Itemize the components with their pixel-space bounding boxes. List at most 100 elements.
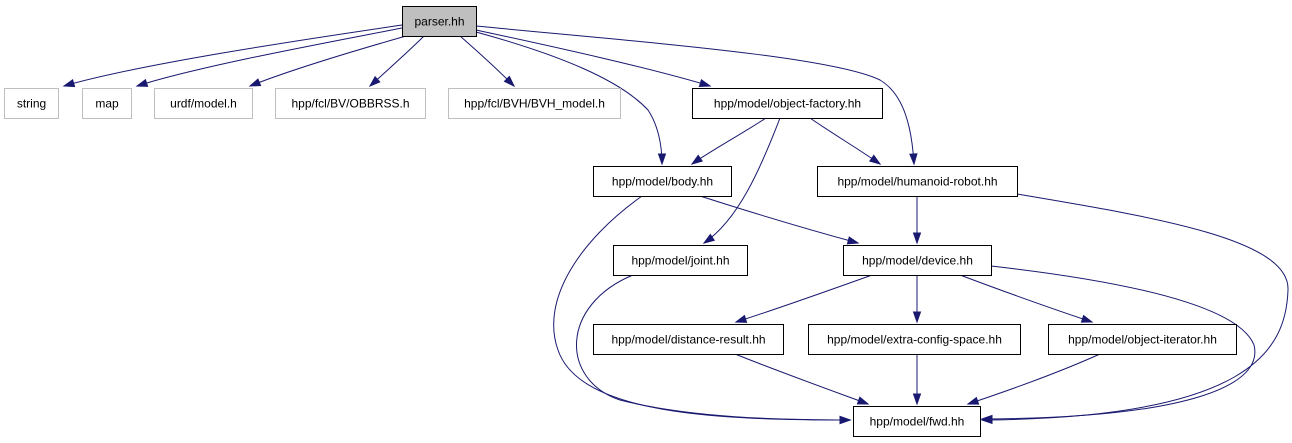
node-factory[interactable]: hpp/model/object-factory.hh	[692, 88, 883, 119]
node-box	[448, 88, 621, 119]
arrowhead	[248, 78, 262, 87]
arrowhead	[846, 236, 860, 245]
node-label: hpp/model/fwd.hh	[870, 415, 965, 429]
edge-line	[475, 29, 711, 87]
node-box	[154, 88, 253, 119]
node-distance[interactable]: hpp/model/distance-result.hh	[593, 324, 784, 355]
node-string: string	[4, 88, 59, 119]
node-parser[interactable]: parser.hh	[402, 6, 477, 37]
node-box	[402, 6, 477, 37]
edge-joint-to-fwd	[576, 274, 852, 425]
edge-line	[576, 274, 851, 421]
nodes-layer: parser.hh string map urdf/model.h hpp/fcl/BV…	[4, 6, 1237, 437]
node-box	[817, 166, 1018, 197]
node-box	[82, 88, 132, 119]
arrowhead	[966, 396, 980, 405]
edge-line	[553, 195, 851, 421]
edge-line	[981, 265, 1256, 420]
arrowhead	[856, 396, 870, 405]
arrowhead	[503, 75, 516, 88]
edge-line	[703, 117, 781, 244]
edge-device-to-fwd	[980, 265, 1256, 424]
node-box	[275, 88, 426, 119]
node-label: map	[95, 97, 119, 111]
arrowhead	[62, 79, 76, 88]
arrowhead	[912, 311, 922, 324]
arrowhead	[1080, 314, 1094, 323]
node-label: hpp/model/distance-result.hh	[611, 333, 765, 347]
arrowhead	[839, 415, 852, 425]
edge-humanoid-to-device	[912, 196, 922, 245]
edge-line	[475, 31, 663, 165]
edge-line	[369, 35, 425, 87]
arrowhead	[698, 78, 712, 88]
edge-body-to-fwd	[553, 195, 852, 425]
arrowhead	[368, 75, 381, 88]
arrowhead	[912, 232, 922, 245]
edge-factory-to-joint	[702, 117, 781, 244]
edge-line	[691, 117, 767, 165]
arrowhead	[868, 154, 882, 165]
node-label: hpp/model/device.hh	[862, 254, 973, 268]
edge-line	[699, 195, 859, 244]
edge-line	[63, 24, 403, 87]
edge-device-to-extra	[912, 275, 922, 324]
node-label: parser.hh	[414, 15, 464, 29]
node-obbrss: hpp/fcl/BV/OBBRSS.h	[275, 88, 426, 119]
node-label: hpp/model/object-factory.hh	[714, 97, 861, 111]
node-box	[853, 406, 981, 437]
arrowhead	[912, 393, 922, 406]
edge-extra-to-fwd	[912, 354, 922, 406]
node-device[interactable]: hpp/model/device.hh	[843, 245, 992, 276]
node-body[interactable]: hpp/model/body.hh	[593, 166, 732, 197]
edge-line	[959, 274, 1093, 323]
node-iterator[interactable]: hpp/model/object-iterator.hh	[1048, 324, 1237, 355]
node-joint[interactable]: hpp/model/joint.hh	[613, 245, 748, 276]
arrowhead	[690, 154, 704, 165]
edge-iterator-to-fwd	[966, 353, 1101, 405]
arrowhead	[702, 233, 716, 244]
node-label: hpp/fcl/BV/OBBRSS.h	[291, 97, 409, 111]
node-label: string	[17, 97, 46, 111]
edge-parser-to-obbrss	[368, 35, 425, 88]
arrowhead	[657, 153, 667, 166]
node-label: hpp/fcl/BVH/BVH_model.h	[464, 97, 605, 111]
edge-line	[136, 27, 403, 87]
arrowhead	[135, 78, 149, 87]
edge-parser-to-factory	[475, 29, 712, 88]
node-map: map	[82, 88, 132, 119]
node-box	[1048, 324, 1237, 355]
node-label: hpp/model/body.hh	[612, 175, 713, 189]
node-box	[808, 324, 1021, 355]
edge-parser-to-urdf	[248, 35, 407, 87]
edge-humanoid-to-fwd	[980, 193, 1289, 425]
edge-line	[967, 353, 1101, 405]
edge-line	[735, 274, 873, 323]
node-label: hpp/model/extra-config-space.hh	[827, 333, 1002, 347]
node-box	[593, 324, 784, 355]
node-label: hpp/model/joint.hh	[631, 254, 729, 268]
edge-factory-to-body	[690, 117, 767, 165]
arrowhead	[909, 153, 918, 166]
arrowhead	[980, 414, 993, 424]
edge-device-to-iterator	[959, 274, 1094, 323]
node-box	[613, 245, 748, 276]
node-box	[843, 245, 992, 276]
edge-device-to-distance	[734, 274, 873, 323]
edge-line	[809, 117, 881, 165]
edge-line	[459, 35, 515, 87]
node-bvh: hpp/fcl/BVH/BVH_model.h	[448, 88, 621, 119]
edge-parser-to-map	[135, 27, 403, 87]
node-extra[interactable]: hpp/model/extra-config-space.hh	[808, 324, 1021, 355]
node-fwd[interactable]: hpp/model/fwd.hh	[853, 406, 981, 437]
node-label: hpp/model/humanoid-robot.hh	[837, 175, 997, 189]
edge-line	[475, 25, 915, 165]
edge-line	[734, 353, 869, 405]
arrowhead	[734, 314, 748, 323]
node-label: hpp/model/object-iterator.hh	[1068, 333, 1217, 347]
edge-line	[249, 35, 407, 87]
edge-parser-to-humanoid	[475, 25, 918, 166]
node-label: urdf/model.h	[170, 97, 237, 111]
edge-factory-to-humanoid	[809, 117, 882, 165]
node-humanoid[interactable]: hpp/model/humanoid-robot.hh	[817, 166, 1018, 197]
